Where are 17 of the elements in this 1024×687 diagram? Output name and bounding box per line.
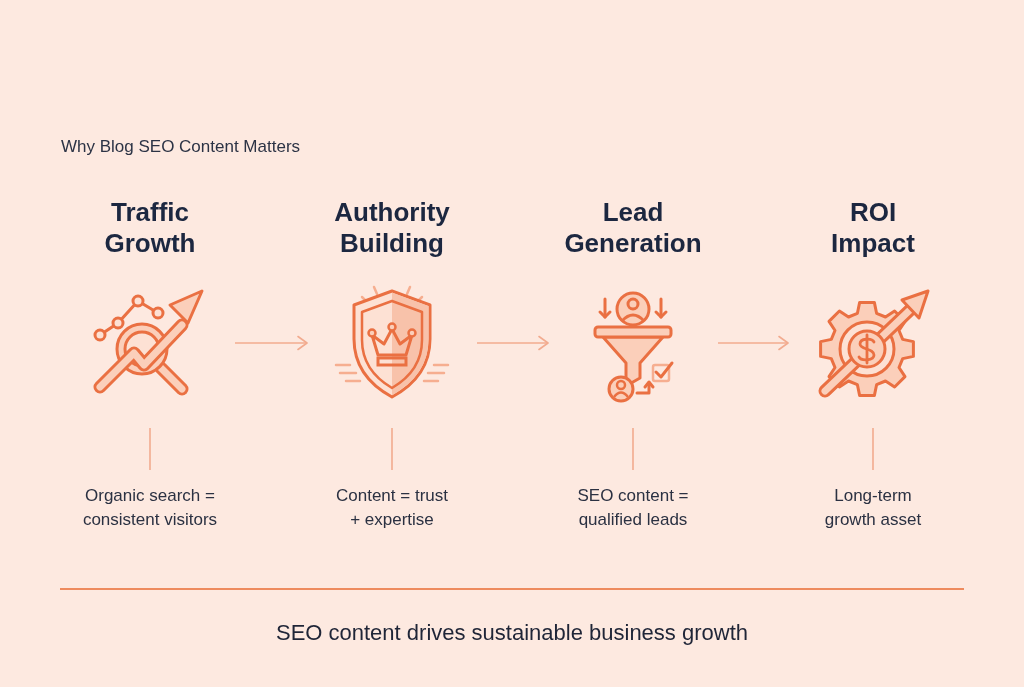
stage-heading: Lead Generation <box>564 197 702 259</box>
stage-heading: Traffic Growth <box>104 197 196 259</box>
arrow <box>234 335 308 351</box>
connector-line <box>391 427 393 471</box>
stage-heading: Authority Building <box>334 197 450 259</box>
arrow <box>476 335 549 351</box>
arrow <box>717 335 789 351</box>
connector-line <box>872 427 874 471</box>
connector-line <box>632 427 634 471</box>
title-text: Why Blog SEO Content Matters <box>61 136 301 158</box>
stage-heading: ROI Impact <box>831 197 915 259</box>
caption-text: SEO content drives sustainable business growth <box>275 619 748 647</box>
description-text: Long-term growth asset <box>824 486 922 529</box>
description-text: Content = trust + expertise <box>336 486 448 529</box>
description-text: Organic search = consistent visitors <box>82 486 218 529</box>
connector-line <box>149 427 151 471</box>
description-text: SEO content = qualified leads <box>577 486 689 529</box>
